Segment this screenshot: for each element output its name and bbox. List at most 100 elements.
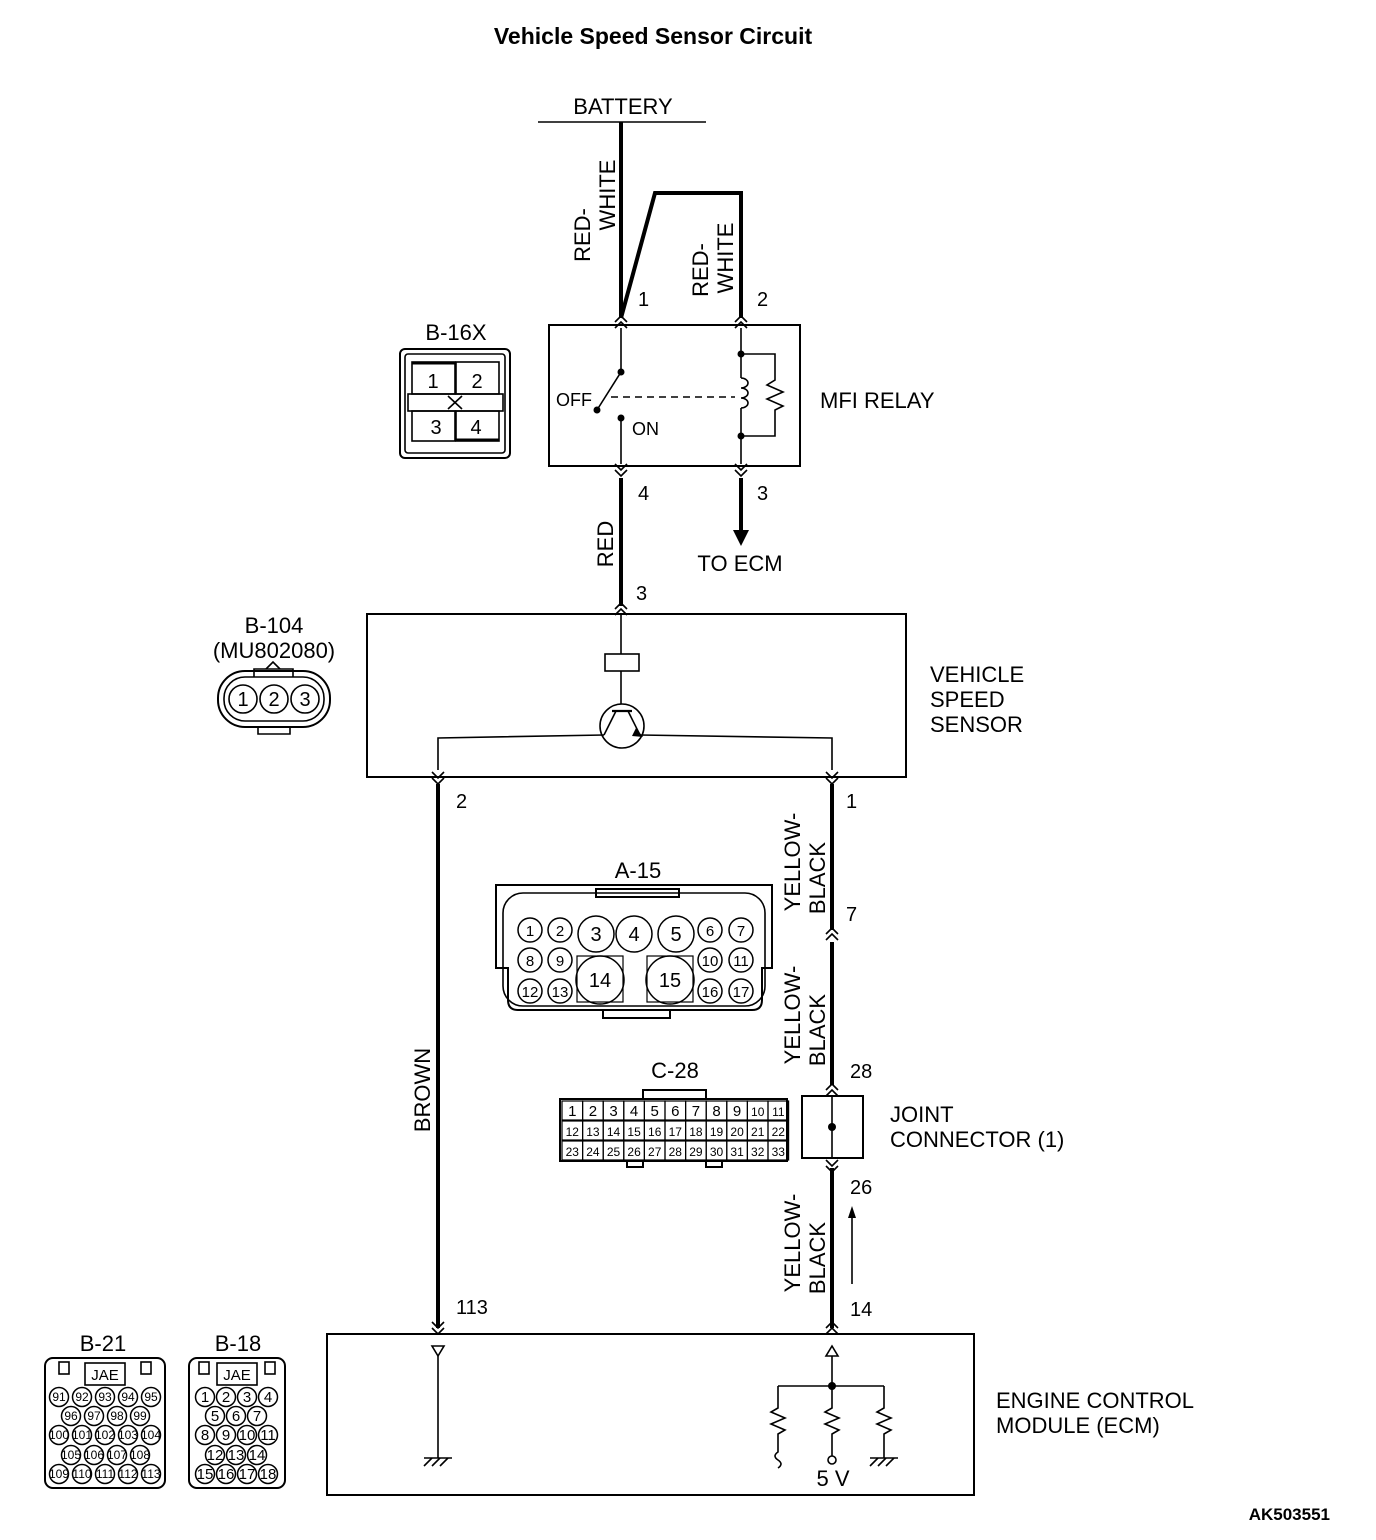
b18-pin-circle	[225, 1444, 247, 1466]
a15-pin-circle	[728, 917, 754, 943]
a15-pin-circle	[577, 915, 615, 953]
joint-connector	[801, 1095, 864, 1159]
b18-pin-circle	[204, 1444, 226, 1466]
b21-pin-label: 101	[72, 1428, 92, 1442]
c28-pin-label: 32	[751, 1145, 765, 1159]
wire-color-yellow-black-2a: YELLOW-	[780, 966, 805, 1065]
wire-color-red-white-2b: WHITE	[713, 223, 738, 294]
b104-pin-1: 1	[237, 689, 248, 711]
c28-pin-label: 11	[772, 1105, 785, 1119]
a15-pin-label: 2	[556, 923, 564, 940]
c28-pin-cell	[767, 1120, 790, 1141]
b18-pin-label: 4	[264, 1389, 272, 1406]
b21-pin-label: 93	[98, 1390, 112, 1404]
b18-pin-label: 5	[211, 1408, 219, 1425]
relay-pin-1: 1	[638, 289, 649, 311]
b18-pin-circle	[257, 1386, 279, 1408]
c28-pin-label: 17	[669, 1125, 683, 1139]
c28-pin-label: 24	[586, 1145, 600, 1159]
b18-pin-label: 16	[218, 1466, 235, 1483]
b18-pin-circle	[194, 1424, 216, 1446]
a15-pin-circle	[615, 915, 653, 953]
mfi-relay: OFF ON	[548, 314, 801, 478]
b21-pin-label: 95	[144, 1390, 158, 1404]
a15-pin-circle	[547, 917, 573, 943]
b18-pin-circle	[257, 1463, 279, 1485]
b18-pin-label: 12	[207, 1447, 224, 1464]
c28-pin-label: 12	[566, 1125, 580, 1139]
a15-pin-label: 12	[522, 984, 539, 1001]
c28-pin-label: 31	[730, 1145, 744, 1159]
wire-color-yellow-black-3b: BLACK	[805, 1222, 830, 1294]
b21-pin-label: 106	[84, 1448, 104, 1462]
b18-pin-circle	[246, 1405, 268, 1427]
b21-pin-circle	[71, 1386, 93, 1408]
b18-pin-label: 15	[197, 1466, 214, 1483]
b18-pin-circle	[204, 1405, 226, 1427]
b21-pin-label: 97	[87, 1409, 101, 1423]
joint-connector-pin-28: 28	[850, 1061, 872, 1083]
b21-pin-circle	[48, 1386, 70, 1408]
a15-pin-label: 6	[706, 923, 714, 940]
connector-b104-part: (MU802080)	[213, 638, 335, 663]
wire-color-yellow-black-3a: YELLOW-	[780, 1194, 805, 1293]
connector-a15-name: A-15	[615, 858, 661, 883]
b18-pin-label: 8	[201, 1427, 209, 1444]
b21-pin-label: 112	[118, 1467, 137, 1481]
b16x-pin-2: 2	[471, 371, 482, 393]
engine-control-module	[326, 1320, 975, 1496]
a15-pin-circle	[697, 947, 723, 973]
joint-connector-pin-26: 26	[850, 1177, 872, 1199]
b18-pin-label: 13	[228, 1447, 245, 1464]
c28-pin-label: 14	[607, 1125, 621, 1139]
c28-pin-cell	[767, 1140, 790, 1161]
connector-b16x: B-16X 1 2 3 4	[399, 320, 511, 459]
a15-pin-circle	[517, 917, 543, 943]
connector-b104: B-104 (MU802080) 1 2 3	[213, 613, 335, 735]
b21-pin-label: 108	[130, 1448, 150, 1462]
to-ecm-label: TO ECM	[697, 551, 782, 576]
relay-pin-3: 3	[757, 483, 768, 505]
a15-pin-label: 11	[733, 953, 749, 970]
c28-pin-label: 10	[751, 1105, 765, 1119]
joint-connector-label-line-1: JOINT	[890, 1102, 954, 1127]
b18-pin-label: 2	[222, 1389, 230, 1406]
b16x-pin-4: 4	[470, 417, 481, 439]
b21-pin-label: 92	[75, 1390, 89, 1404]
b18-pin-label: 3	[243, 1389, 251, 1406]
b21-pin-label: 91	[52, 1390, 66, 1404]
c28-pin-label: 28	[669, 1145, 683, 1159]
b21-pin-label: 94	[121, 1390, 135, 1404]
signal-wire	[825, 784, 856, 1328]
ecm-pin-113: 113	[456, 1297, 488, 1319]
b21-pin-label: 105	[61, 1448, 81, 1462]
b21-pin-circle	[117, 1424, 139, 1446]
b21-pin-circle	[106, 1405, 128, 1427]
b21-pin-circle	[129, 1444, 151, 1466]
b18-pin-circle	[236, 1463, 258, 1485]
a15-pin-label: 16	[702, 984, 719, 1001]
a15-pin-circle	[517, 978, 543, 1004]
connector-b18-name: B-18	[215, 1331, 261, 1356]
c28-pin-label: 1	[568, 1103, 576, 1120]
b18-maker-label: JAE	[223, 1367, 251, 1384]
a15-pin-label: 5	[670, 924, 681, 946]
b104-pin-2: 2	[268, 689, 279, 711]
a15-pin-circle	[547, 947, 573, 973]
b21-pin-label: 111	[96, 1467, 115, 1481]
ecm-label-line-2: MODULE (ECM)	[996, 1413, 1160, 1438]
b21-pin-circle	[117, 1386, 139, 1408]
b18-pin-circle	[225, 1405, 247, 1427]
b21-pin-circle	[140, 1424, 162, 1446]
a15-pin-label: 7	[737, 923, 745, 940]
c28-pin-label: 22	[772, 1125, 786, 1139]
c28-pin-label: 33	[772, 1145, 786, 1159]
b18-pin-label: 10	[239, 1427, 256, 1444]
b21-pin-circle	[60, 1444, 82, 1466]
b21-pin-label: 99	[133, 1409, 147, 1423]
b21-pin-circle	[129, 1405, 151, 1427]
b21-pin-label: 100	[49, 1428, 69, 1442]
